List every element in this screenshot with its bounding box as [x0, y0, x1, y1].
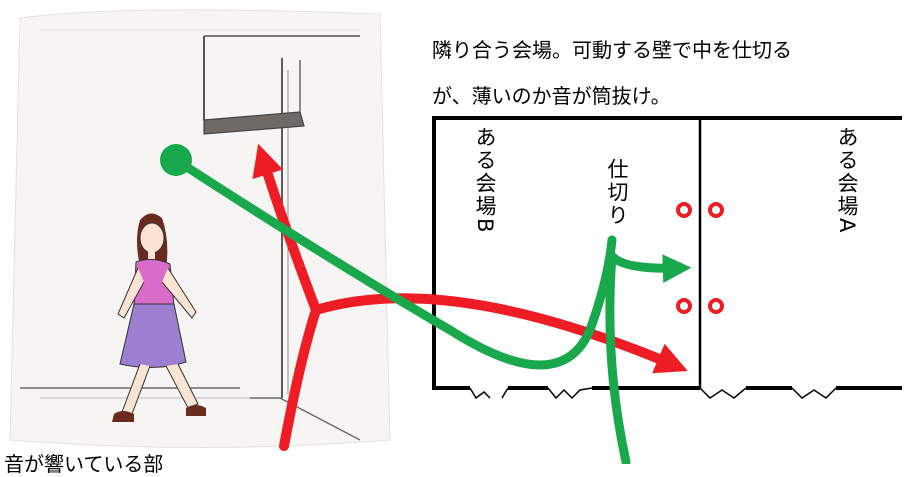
caption-line-2: が、薄いのか音が筒抜け。 [432, 84, 671, 108]
woman-walking-illustration [112, 213, 206, 422]
speaker-marker [708, 202, 724, 218]
label-hall-a: ある会場A [835, 126, 859, 235]
red-arrow-trunk [279, 305, 321, 451]
speaker-marker [676, 202, 692, 218]
green-arrow-to-a [607, 251, 692, 284]
speaker-marker [676, 298, 692, 314]
floor-plan [432, 116, 902, 400]
red-arrow-right [311, 293, 688, 374]
speaker-marker [708, 298, 724, 314]
green-arrow-down [605, 251, 631, 464]
green-sound-arrows [160, 144, 692, 464]
green-arrow-path [171, 155, 617, 370]
caption-bottom: 音が響いている部 [4, 452, 164, 476]
caption-line-1: 隣り合う会場。可動する壁で中を仕切る [432, 38, 792, 62]
corridor-sketch [9, 9, 391, 448]
label-hall-b: ある会場B [473, 126, 497, 235]
diagram-canvas [9, 9, 902, 464]
label-partition: 仕切り [605, 158, 629, 227]
speaker-markers [676, 202, 724, 314]
